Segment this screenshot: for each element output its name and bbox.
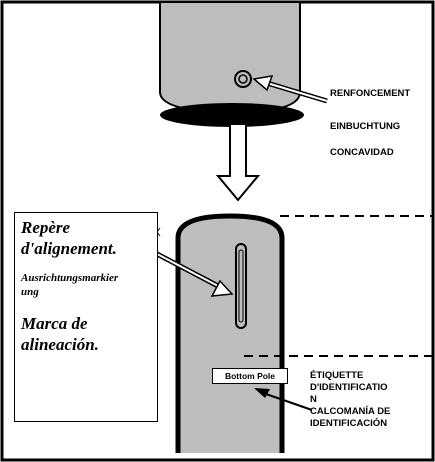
decal-label-fr-1: ÉTIQUETTE [310,370,364,381]
decal-label-es-1: CALCOMANÍA DE [310,406,391,417]
decal-label-fr-3: N [310,394,317,405]
decal-pointer-arrow [254,388,313,411]
recess-pointer-arrow [252,75,328,104]
bottom-pole-decal: Bottom Pole [212,368,288,384]
bottom-pole [175,213,285,453]
top-pole-end-opening [160,103,304,127]
decal-label-fr-2: D'IDENTIFICATIO [310,382,388,393]
decal-label-es-2: IDENTIFICACIÓN [310,418,388,429]
recess-label-es: CONCAVIDAD [330,147,394,158]
top-pole [159,1,304,127]
recess-label-fr: RENFONCEMENT [330,88,411,99]
decal-label: ÉTIQUETTE D'IDENTIFICATIO N CALCOMANÍA D… [310,370,420,430]
down-arrow [215,123,261,202]
alignment-slot [235,243,247,329]
recess-icon [234,70,252,88]
recess-label-de: EINBUCHTUNG [330,121,401,132]
